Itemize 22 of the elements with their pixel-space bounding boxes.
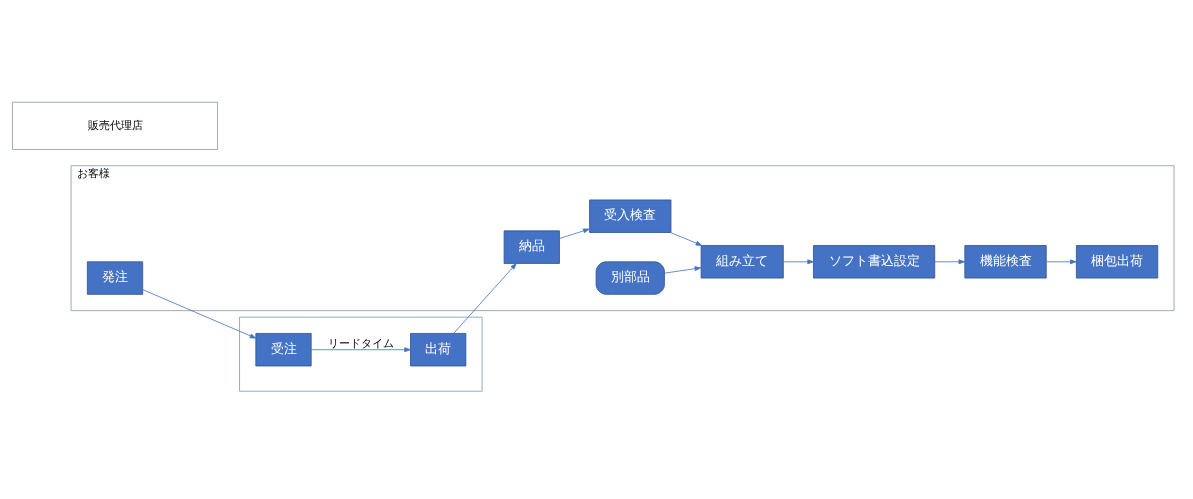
node-box: 販売代理店 xyxy=(12,101,218,150)
edge-label: リードタイム xyxy=(327,335,394,350)
arrow xyxy=(310,346,411,352)
node-box: 出荷 xyxy=(410,332,467,366)
arrow xyxy=(453,262,517,334)
arrow xyxy=(934,258,966,264)
node-box: 機能検査 xyxy=(964,244,1047,278)
node-box: 発注 xyxy=(86,260,144,295)
node-box: 組み立て xyxy=(700,244,784,278)
cluster xyxy=(239,316,483,392)
node-box: 梱包出荷 xyxy=(1075,244,1159,278)
node-box: ソフト書込設定 xyxy=(813,244,936,278)
node-box: 納品 xyxy=(503,229,560,264)
arrow xyxy=(664,265,702,274)
arrow xyxy=(142,288,257,339)
node-box: 別部品 xyxy=(595,260,665,295)
arrow xyxy=(559,228,590,239)
arrow xyxy=(670,231,703,246)
node-box: 受注 xyxy=(255,332,312,366)
arrow xyxy=(783,258,814,264)
arrow xyxy=(1045,258,1077,264)
node-box: 受入検査 xyxy=(589,199,672,233)
